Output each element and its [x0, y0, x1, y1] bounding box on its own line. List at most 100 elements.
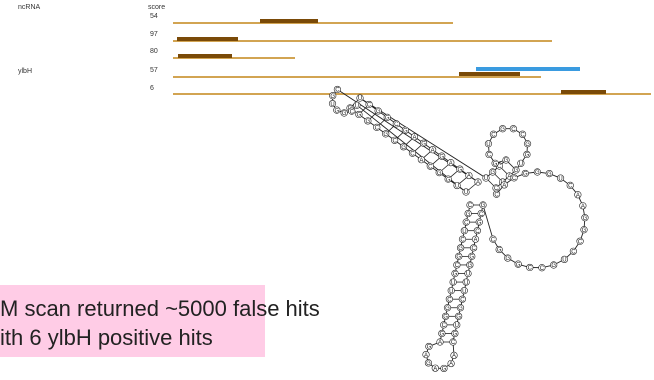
- nucleotide-letter: C: [464, 220, 469, 226]
- nucleotide-letter: C: [578, 239, 583, 245]
- nucleotide-letter: A: [412, 135, 416, 141]
- nucleotide: [458, 235, 467, 243]
- hit-score: 6: [150, 85, 154, 92]
- nucleotide-letter: G: [458, 167, 463, 173]
- hit-bar: [178, 54, 232, 58]
- nucleotide: [333, 85, 342, 94]
- nucleotide: [521, 169, 529, 178]
- nucleotide-letter: C: [487, 153, 492, 159]
- nucleotide: [504, 254, 512, 262]
- nucleotide-letter: U: [462, 289, 466, 295]
- nucleotide-letter: U: [455, 184, 459, 190]
- nucleotide: [355, 110, 363, 119]
- nucleotide: [440, 321, 448, 329]
- nucleotide: [474, 178, 482, 186]
- nucleotide-letter: C: [451, 340, 456, 346]
- nucleotide: [460, 227, 468, 235]
- nucleotide: [464, 209, 472, 218]
- nucleotide: [471, 235, 480, 243]
- nucleotide: [426, 162, 434, 170]
- nucleotide: [453, 261, 461, 269]
- nucleotide: [444, 175, 452, 183]
- nucleotide-letter: G: [443, 315, 448, 321]
- nucleotide: [462, 278, 470, 286]
- nucleotide: [545, 170, 553, 178]
- nucleotide: [457, 244, 465, 252]
- hit-score: 54: [150, 13, 158, 20]
- nucleotide-letter: G: [582, 228, 587, 234]
- nucleotide: [495, 245, 503, 254]
- nucleotide-letter: G: [523, 172, 528, 178]
- nucleotide-letter: G: [427, 345, 432, 351]
- nucleotide-letter: G: [525, 153, 530, 159]
- nucleotide: [556, 174, 565, 182]
- nucleotide: [489, 168, 497, 176]
- nucleotide: [438, 152, 446, 160]
- nucleotide: [450, 351, 458, 359]
- nucleotide: [462, 188, 470, 196]
- nucleotide-letter: C: [447, 297, 452, 303]
- nucleotide: [422, 351, 430, 359]
- nucleotide-letter: C: [468, 203, 473, 209]
- hit-bar: [459, 72, 520, 76]
- hit-bar: [260, 19, 318, 23]
- hit-track-line: [173, 40, 552, 42]
- hit-bar: [177, 37, 238, 41]
- nucleotide: [392, 120, 400, 128]
- nucleotide: [440, 364, 448, 373]
- nucleotide-letter: G: [469, 255, 474, 261]
- nucleotide: [509, 125, 517, 133]
- nucleotide-letter: C: [350, 109, 355, 115]
- nucleotide: [356, 94, 364, 102]
- nucleotide-letter: C: [410, 151, 415, 157]
- nucleotide-letter: U: [330, 102, 334, 108]
- nucleotide: [489, 130, 498, 138]
- nucleotide: [482, 174, 490, 182]
- nucleotide-letter: C: [511, 127, 516, 133]
- nucleotide-letter: U: [562, 258, 566, 264]
- nucleotide: [436, 338, 444, 346]
- nucleotide-letter: C: [568, 184, 573, 190]
- nucleotide-letter: C: [571, 249, 576, 255]
- nucleotide: [424, 359, 433, 367]
- nucleotide-letter: G: [497, 248, 502, 254]
- nucleotide-letter: C: [392, 139, 397, 145]
- nucleotide: [464, 269, 472, 278]
- nucleotide: [550, 261, 558, 269]
- nucleotide: [425, 342, 433, 351]
- hit-track-line: [173, 93, 651, 95]
- nucleotide-letter: C: [367, 103, 372, 109]
- nucleotide-letter: A: [581, 204, 585, 210]
- nucleotide-letter: A: [576, 193, 580, 199]
- nucleotide-letter: G: [342, 111, 347, 117]
- nucleotide-letter: C: [491, 132, 496, 138]
- nucleotide-letter: G: [330, 94, 335, 100]
- nucleotide: [410, 133, 419, 141]
- nucleotide-letter: G: [583, 216, 588, 222]
- nucleotide: [429, 146, 437, 154]
- nucleotide: [580, 226, 588, 234]
- nucleotide-letter: G: [458, 306, 463, 312]
- nucleotide: [456, 304, 465, 312]
- nucleotide: [455, 312, 463, 320]
- nucleotide-letter: C: [520, 132, 525, 138]
- nucleotide-letter: G: [551, 263, 556, 269]
- nucleotide: [449, 338, 457, 346]
- ncrna-label: ncRNA: [18, 4, 41, 11]
- nucleotide: [447, 287, 455, 295]
- nucleotide-letter: G: [500, 127, 505, 133]
- nucleotide-letter: A: [438, 340, 442, 346]
- nucleotide-letter: G: [421, 141, 426, 147]
- nucleotide: [340, 109, 348, 117]
- nucleotide-letter: C: [442, 323, 447, 329]
- nucleotide-letter: U: [558, 176, 562, 182]
- nucleotide-letter: U: [486, 142, 490, 148]
- nucleotide-letter: U: [451, 280, 455, 286]
- nucleotide: [526, 263, 534, 272]
- nucleotide: [374, 107, 382, 115]
- nucleotide-letter: C: [460, 237, 465, 243]
- nucleotide: [484, 140, 493, 148]
- nucleotide-letter: C: [460, 297, 465, 303]
- nucleotide-letter: U: [462, 229, 466, 235]
- nucleotide-letter: C: [512, 176, 517, 182]
